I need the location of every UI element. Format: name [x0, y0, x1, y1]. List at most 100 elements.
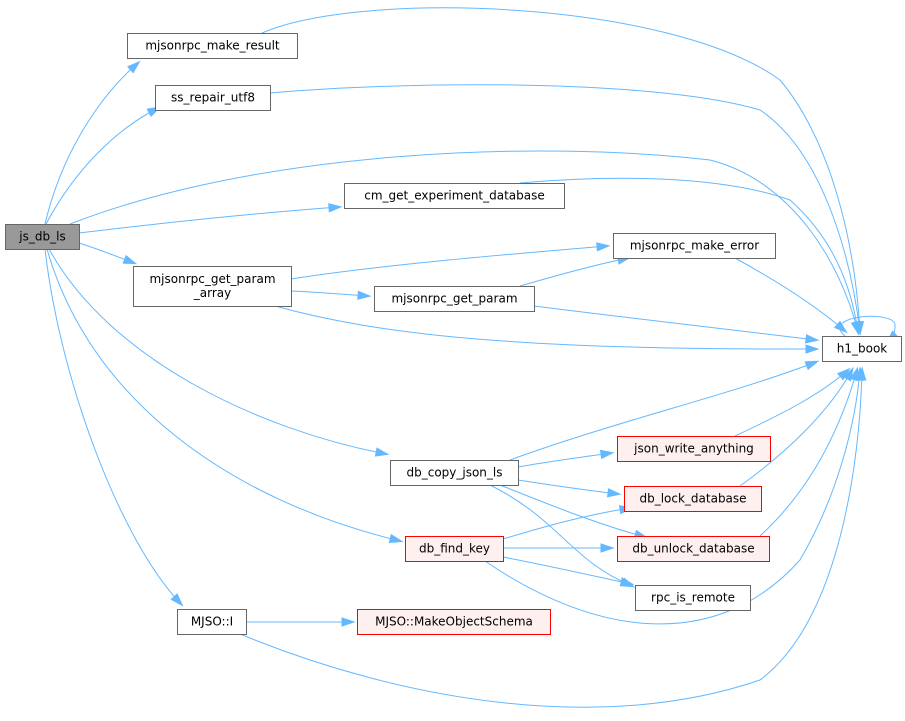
edge-db_find_key-to-db_lock_database: [502, 505, 634, 540]
node-db-copy-json-ls[interactable]: db_copy_json_ls: [390, 460, 519, 486]
edge-line: [48, 248, 387, 455]
edge-js_db_ls-to-db_find_key: [46, 248, 404, 544]
node-mjso-i[interactable]: MJSO::I: [177, 609, 247, 635]
node-label: rpc_is_remote: [651, 591, 735, 605]
node-cm-get-experiment-database[interactable]: cm_get_experiment_database: [344, 183, 565, 209]
edge-mjsonrpc_make_error-to-h1_book: [734, 257, 848, 334]
node-label: mjsonrpc_get_param: [391, 292, 517, 306]
edge-line: [69, 150, 859, 333]
edge-line: [44, 248, 182, 605]
edge-MJSO_I-to-h1_book: [239, 366, 867, 708]
edge-db_copy_json_ls-to-h1_book: [509, 360, 820, 461]
edge-arrowhead: [607, 488, 622, 498]
edge-db_copy_json_ls-to-json_write_anything: [517, 449, 615, 468]
node-label: cm_get_experiment_database: [364, 189, 545, 203]
edge-arrowhead: [127, 60, 141, 74]
node-box: [155, 85, 271, 111]
edge-line: [759, 369, 858, 537]
graph-edges: [44, 7, 899, 708]
edge-line: [734, 369, 849, 437]
edge-js_db_ls-to-db_copy_json_ls: [48, 248, 390, 457]
edge-js_db_ls-to-ss_repair_utf8: [45, 106, 162, 225]
node-label: db_unlock_database: [632, 542, 754, 556]
node-label: db_find_key: [419, 542, 490, 556]
edge-line: [517, 452, 612, 468]
node-label: ss_repair_utf8: [171, 91, 255, 105]
node-box: [177, 609, 247, 635]
edge-line: [261, 7, 861, 333]
node-mjsonrpc-get-param-array[interactable]: mjsonrpc_get_param_array: [133, 266, 292, 307]
node-label: json_write_anything: [633, 442, 754, 456]
edge-MJSO_I-to-MJSO_MakeObjectSchema: [246, 617, 356, 627]
node-label: MJSO::I: [191, 615, 233, 629]
edge-line: [239, 369, 863, 708]
edge-arrowhead: [374, 447, 390, 457]
edge-line: [533, 305, 817, 341]
edge-arrowhead: [851, 320, 862, 336]
edge-line: [290, 290, 369, 297]
node-box: [613, 233, 776, 259]
edge-line: [739, 369, 853, 487]
edge-arrowhead: [328, 203, 343, 213]
edge-line: [519, 177, 859, 333]
node-label: db_copy_json_ls: [406, 466, 502, 480]
node-ss-repair-utf8[interactable]: ss_repair_utf8: [155, 85, 271, 111]
node-label: mjsonrpc_make_result: [145, 39, 280, 53]
node-db-unlock-database[interactable]: db_unlock_database: [617, 536, 770, 562]
node-json-write-anything[interactable]: json_write_anything: [617, 436, 771, 462]
edge-arrowhead: [596, 242, 611, 252]
node-mjsonrpc-get-param[interactable]: mjsonrpc_get_param: [374, 286, 535, 312]
node-db-find-key[interactable]: db_find_key: [405, 536, 504, 562]
edge-arrowhead: [599, 449, 615, 460]
node-mjsonrpc-make-error[interactable]: mjsonrpc_make_error: [613, 233, 776, 259]
edge-json_write_anything-to-h1_book: [734, 367, 851, 437]
node-box: [617, 536, 770, 562]
edge-line: [78, 206, 340, 234]
node-box: [133, 266, 292, 307]
edge-arrowhead: [804, 360, 820, 371]
edge-arrowhead: [388, 533, 404, 544]
edge-db_unlock_database-to-h1_book: [759, 366, 859, 537]
edge-line: [45, 107, 159, 225]
edge-line: [734, 257, 846, 332]
node-h1-book[interactable]: h1_book: [822, 336, 902, 362]
edge-line: [502, 507, 631, 540]
edge-db_find_key-to-db_unlock_database: [502, 543, 615, 553]
node-mjsonrpc-make-result[interactable]: mjsonrpc_make_result: [127, 33, 298, 59]
node-box: [127, 33, 298, 59]
edge-line: [489, 484, 633, 587]
node-box: [405, 536, 504, 562]
edge-line: [517, 479, 619, 495]
edge-line: [499, 484, 646, 538]
edge-db_copy_json_ls-to-rpc_is_remote: [489, 484, 636, 588]
edge-mjsonrpc_get_param-to-h1_book: [533, 305, 820, 344]
node-label: MJSO::MakeObjectSchema: [375, 615, 533, 629]
node-box: [344, 183, 565, 209]
edge-arrowhead: [357, 290, 372, 300]
node-label: mjsonrpc_make_error: [630, 239, 759, 253]
node-box: [390, 460, 519, 486]
node-box: [357, 609, 551, 635]
edge-mjsonrpc_get_param_array-to-h1_book: [274, 305, 820, 354]
node-box: [635, 585, 751, 611]
edge-line: [484, 369, 861, 625]
edge-line: [290, 245, 608, 280]
node-box: [5, 224, 80, 250]
edge-arrowhead: [341, 617, 356, 627]
edge-line: [509, 361, 817, 461]
edge-line: [44, 62, 139, 225]
node-mjso-makeobjectschema[interactable]: MJSO::MakeObjectSchema: [357, 609, 551, 635]
edge-mjsonrpc_make_result-to-h1_book: [261, 7, 865, 336]
node-box: [617, 436, 771, 462]
edge-line: [269, 84, 861, 333]
edge-cm_get_experiment_database-to-h1_book: [519, 177, 862, 336]
node-box: [822, 336, 902, 362]
edge-arrowhead: [170, 593, 184, 607]
edge-arrowhead: [122, 254, 138, 265]
node-js-db-ls[interactable]: js_db_ls: [5, 224, 80, 250]
node-rpc-is-remote[interactable]: rpc_is_remote: [635, 585, 751, 611]
edge-arrowhead: [619, 577, 635, 587]
node-db-lock-database[interactable]: db_lock_database: [624, 486, 762, 512]
graph-nodes: js_db_ls mjsonrpc_make_result ss_repair_ut…: [5, 33, 902, 635]
